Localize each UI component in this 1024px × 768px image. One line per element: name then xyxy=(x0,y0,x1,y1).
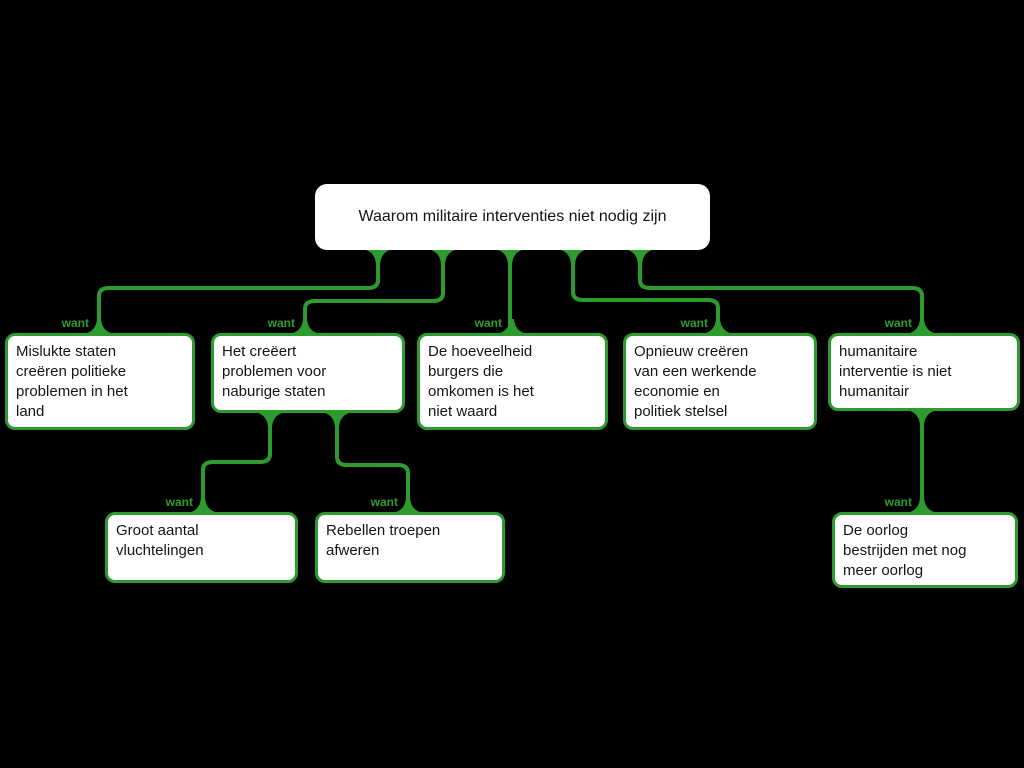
edge-label-want-1: want xyxy=(61,316,89,330)
node-root-claim[interactable]: Waarom militaire interventies niet nodig… xyxy=(315,184,710,250)
edge-line-2-to-2a xyxy=(201,413,272,512)
node-reason-mislukte-staten[interactable]: Mislukte staten creëren politieke proble… xyxy=(5,333,195,430)
node-subreason-rebellen[interactable]: Rebellen troepen afweren xyxy=(315,512,505,583)
node-subreason-meer-oorlog[interactable]: De oorlog bestrijden met nog meer oorlog xyxy=(832,512,1018,588)
edge-label-want-4: want xyxy=(680,316,708,330)
edge-label-want-5: want xyxy=(884,316,912,330)
edge-label-want-8: want xyxy=(884,495,912,509)
edge-label-want-6: want xyxy=(165,495,193,509)
edge-line-root-to-2 xyxy=(303,250,445,333)
edge-line-root-to-1 xyxy=(97,250,380,333)
node-reason-burgers-omkomen[interactable]: De hoeveelheid burgers die omkomen is he… xyxy=(417,333,608,430)
node-reason-economie-stelsel[interactable]: Opnieuw creëren van een werkende economi… xyxy=(623,333,817,430)
node-subreason-vluchtelingen[interactable]: Groot aantal vluchtelingen xyxy=(105,512,298,583)
edge-label-want-3: want xyxy=(474,316,502,330)
node-reason-niet-humanitair[interactable]: humanitaire interventie is niet humanita… xyxy=(828,333,1020,411)
node-reason-naburige-staten[interactable]: Het creëert problemen voor naburige stat… xyxy=(211,333,405,413)
edge-label-want-2: want xyxy=(267,316,295,330)
edge-label-want-7: want xyxy=(370,495,398,509)
